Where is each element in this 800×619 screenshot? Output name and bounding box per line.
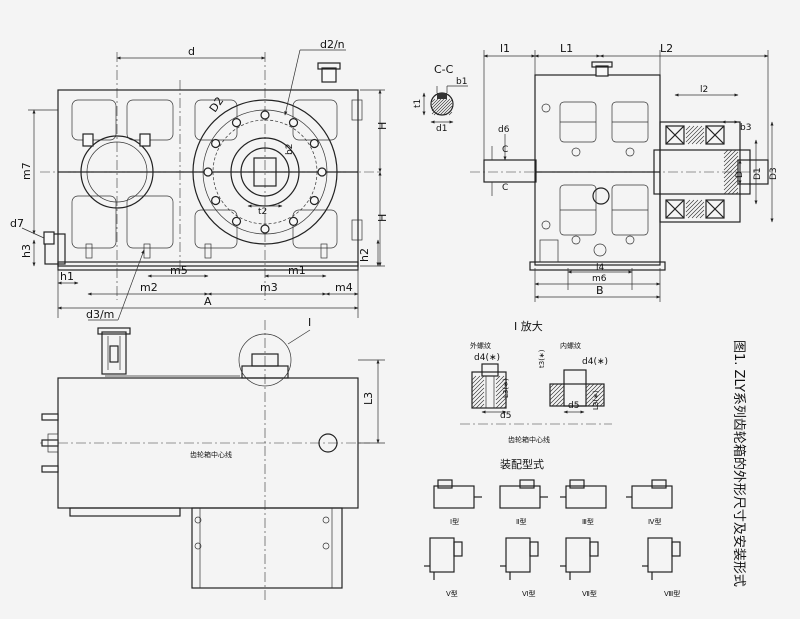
assembly-type-label: Ⅰ型 xyxy=(450,517,459,526)
assembly-type-figure: Ⅵ型 xyxy=(500,537,539,598)
dim-d4-right: d4(∗) xyxy=(582,357,608,367)
assembly-type-figure: Ⅲ型 xyxy=(560,479,607,526)
center-line-label: 齿轮箱中心线 xyxy=(190,450,232,459)
dim-d5-right: d5 xyxy=(568,401,579,411)
dim-B: B xyxy=(596,284,604,297)
dim-t2: t2 xyxy=(258,207,267,217)
dim-L3-right: L3(∗) xyxy=(592,390,600,410)
assembly-type-label: Ⅷ型 xyxy=(664,589,680,598)
dim-b2: b2 xyxy=(285,144,295,155)
dim-H-upper: H xyxy=(376,122,389,130)
assembly-type-figure: Ⅰ型 xyxy=(433,479,482,526)
dim-b3: b3 xyxy=(740,123,751,133)
figure-caption: 图1. ZLY系列齿轮箱的外形尺寸及安装形式 xyxy=(731,340,747,587)
assembly-type-label: Ⅶ型 xyxy=(582,589,597,598)
assembly-type-label: Ⅴ型 xyxy=(446,589,458,598)
section-cc: C-C b1 t1 d1 xyxy=(413,63,468,134)
dim-m7: m7 xyxy=(20,162,33,180)
dim-D: D xyxy=(735,171,745,178)
dim-m3: m3 xyxy=(260,281,278,294)
flange-bolt xyxy=(211,138,221,149)
detail-title: I 放大 xyxy=(514,319,543,333)
dim-d3m: d3/m xyxy=(86,308,114,321)
assembly-type-figure: Ⅷ型 xyxy=(642,537,681,598)
side-view: l1 L1 L2 l2 d6 C C b3 D D1 D3 l4 m6 B xyxy=(470,42,779,302)
top-view: I L3 齿轮箱中心线 xyxy=(40,316,385,600)
dim-D1: D1 xyxy=(753,167,763,180)
detail-center-line-label: 齿轮箱中心线 xyxy=(508,435,550,444)
dim-h2: h2 xyxy=(358,248,371,262)
dim-m2: m2 xyxy=(140,281,158,294)
assembly-type-label: Ⅳ型 xyxy=(648,517,661,526)
flange-bolt xyxy=(317,167,327,177)
dim-d5-left: d5 xyxy=(500,411,511,421)
assembly-type-figure: Ⅶ型 xyxy=(560,537,599,598)
dim-d2n: d2/n xyxy=(320,38,345,51)
assembly-type-label: Ⅵ型 xyxy=(522,589,535,598)
assembly-title: 装配型式 xyxy=(500,457,544,471)
dim-m1: m1 xyxy=(288,264,306,277)
dim-L1: L1 xyxy=(560,42,573,55)
assembly-type-figure: Ⅳ型 xyxy=(626,479,673,526)
dim-h3: h3 xyxy=(20,244,33,258)
dim-A: A xyxy=(204,295,212,308)
dim-t3: t3(∗) xyxy=(538,349,546,368)
dim-d7: d7 xyxy=(10,217,24,230)
front-view: d d2/n D2 b2 t2 H H m7 d7 h3 h2 h1 m5 m1 xyxy=(10,38,389,321)
dim-l1: l1 xyxy=(500,42,510,55)
dim-L2: L2 xyxy=(660,42,673,55)
dim-H-lower: H xyxy=(376,214,389,222)
section-title: C-C xyxy=(434,63,454,76)
flange-bolt xyxy=(260,224,270,234)
assembly-type-figure: Ⅴ型 xyxy=(424,537,463,598)
dim-t1: t1 xyxy=(413,99,423,108)
assembly-types: 装配型式 Ⅰ型 Ⅱ型 Ⅲ型 Ⅳ型 Ⅴ型 Ⅵ型 Ⅶ型 Ⅷ型 xyxy=(424,457,681,598)
dim-C-upper: C xyxy=(502,145,508,155)
flange-bolt xyxy=(231,216,242,226)
dim-L3: L3 xyxy=(362,392,375,405)
dim-d4-left: d4(∗) xyxy=(474,353,500,363)
dim-D3: D3 xyxy=(769,167,779,180)
dim-l4: l4 xyxy=(596,263,605,273)
flange-bolt xyxy=(211,195,221,206)
flange-bolt xyxy=(309,195,319,206)
dim-d1: d1 xyxy=(436,124,447,134)
dim-m5: m5 xyxy=(170,264,188,277)
dim-b1: b1 xyxy=(456,77,467,87)
int-thread-label: 内螺纹 xyxy=(560,341,581,350)
flange-bolt xyxy=(309,138,319,149)
dim-h1: h1 xyxy=(60,270,74,283)
assembly-type-label: Ⅲ型 xyxy=(582,517,594,526)
flange-bolt xyxy=(231,118,242,128)
label-I: I xyxy=(308,316,311,329)
ext-thread-label: 外螺纹 xyxy=(470,341,491,350)
dim-d6: d6 xyxy=(498,125,510,135)
detail-I: I 放大 外螺纹 内螺纹 d4(∗) L3(∗) d5 t3(∗) d4(∗) … xyxy=(460,319,612,444)
dim-d: d xyxy=(188,45,195,58)
flange-bolt xyxy=(260,110,270,120)
dim-C-lower: C xyxy=(502,183,508,193)
assembly-type-figure: Ⅱ型 xyxy=(499,479,548,526)
flange-bolt xyxy=(288,216,299,226)
dim-m4: m4 xyxy=(335,281,353,294)
dim-m6: m6 xyxy=(592,274,607,284)
dim-l2: l2 xyxy=(700,85,708,95)
flange-bolt xyxy=(203,167,213,177)
assembly-type-label: Ⅱ型 xyxy=(516,517,526,526)
flange-bolt xyxy=(288,118,299,128)
dim-D2: D2 xyxy=(207,95,227,115)
dim-L3-left: L3(∗) xyxy=(502,378,510,398)
